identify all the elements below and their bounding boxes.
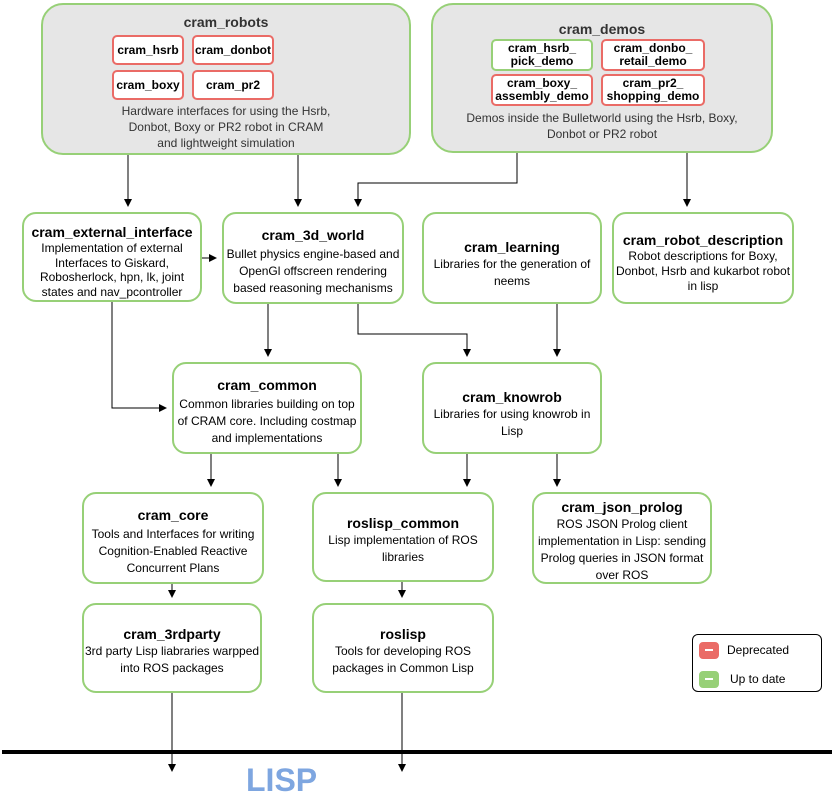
node-description: Tools and Interfaces for writing Cogniti… <box>91 527 255 575</box>
legend-label: Up to date <box>730 672 786 686</box>
group-cram-demos: cram_demos cram_hsrb_pick_demo cram_donb… <box>431 3 773 153</box>
node-cram-json-prolog: cram_json_prolog ROS JSON Prolog client … <box>532 492 712 584</box>
node-cram-common: cram_common Common libraries building on… <box>172 362 362 454</box>
node-title: cram_learning <box>464 239 560 255</box>
group-title: cram_demos <box>558 21 646 37</box>
arrow-external-to-common <box>111 301 167 412</box>
node-description: Lisp implementation of ROS libraries <box>328 533 478 564</box>
node-cram-learning: cram_learning Libraries for the generati… <box>422 212 602 304</box>
node-cram-external-interface: cram_external_interface Implementation o… <box>22 212 202 302</box>
node-cram-3rdparty: cram_3rdparty 3rd party Lisp liabraries … <box>82 603 262 693</box>
lisp-label: LISP <box>246 762 318 798</box>
node-title: cram_external_interface <box>31 224 193 240</box>
deprecated-swatch-icon <box>699 641 719 659</box>
node-roslisp: roslisp Tools for developing ROS package… <box>312 603 494 693</box>
arrow-demos-to-3d-world <box>354 153 518 207</box>
group-cram-robots: cram_robots cram_hsrb cram_donbot cram_b… <box>41 3 411 155</box>
node-cram-knowrob: cram_knowrob Libraries for using knowrob… <box>422 362 602 454</box>
package-cram-hsrb: cram_hsrb <box>112 35 184 65</box>
package-cram-pr2: cram_pr2 <box>192 70 274 100</box>
node-cram-core: cram_core Tools and Interfaces for writi… <box>82 492 264 584</box>
node-title: cram_core <box>137 507 209 523</box>
package-cram-pr2-shopping-demo: cram_pr2_shopping_demo <box>601 74 705 106</box>
node-cram-robot-description: cram_robot_description Robot description… <box>612 212 794 304</box>
node-description: ROS JSON Prolog client implementation in… <box>537 517 707 582</box>
node-description: Common libraries building on top of CRAM… <box>177 397 357 445</box>
package-cram-boxy-assembly-demo: cram_boxy_assembly_demo <box>491 74 593 106</box>
package-cram-donbo-retail-demo: cram_donbo_retail_demo <box>601 39 705 71</box>
node-description: Tools for developing ROS packages in Com… <box>332 644 474 675</box>
legend-label: Deprecated <box>727 643 790 657</box>
arrow-3d-world-to-knowrob <box>357 304 471 357</box>
legend: Deprecated Up to date <box>692 634 822 692</box>
node-description: Bullet physics engine-based and OpenGl o… <box>226 247 400 295</box>
group-title: cram_robots <box>183 14 269 30</box>
node-title: cram_json_prolog <box>561 499 683 515</box>
node-title: cram_3d_world <box>261 227 365 243</box>
group-description: Hardware interfaces for using the Hsrb, … <box>121 104 331 150</box>
node-description: Libraries for the generation of neems <box>433 257 591 288</box>
node-title: cram_common <box>217 377 317 393</box>
package-cram-hsrb-pick-demo: cram_hsrb_pick_demo <box>491 39 593 71</box>
node-title: roslisp_common <box>346 515 460 531</box>
group-description: Demos inside the Bulletworld using the H… <box>466 111 738 141</box>
node-title: cram_knowrob <box>462 389 562 405</box>
up-to-date-swatch-icon <box>699 670 719 688</box>
legend-item-up-to-date: Up to date <box>699 669 785 689</box>
node-title: cram_3rdparty <box>123 626 221 642</box>
node-cram-3d-world: cram_3d_world Bullet physics engine-base… <box>222 212 404 304</box>
package-cram-boxy: cram_boxy <box>112 70 184 100</box>
node-roslisp-common: roslisp_common Lisp implementation of RO… <box>312 492 494 582</box>
node-description: Libraries for using knowrob in Lisp <box>433 407 591 438</box>
legend-item-deprecated: Deprecated <box>699 640 789 660</box>
node-description: Robot descriptions for Boxy, Donbot, Hsr… <box>615 249 791 293</box>
package-cram-donbot: cram_donbot <box>192 35 274 65</box>
node-title: cram_robot_description <box>622 232 784 248</box>
node-description: 3rd party Lisp liabraries warpped into R… <box>84 644 260 675</box>
node-description: Implementation of external Interfaces to… <box>39 241 185 299</box>
node-title: roslisp <box>380 626 426 642</box>
